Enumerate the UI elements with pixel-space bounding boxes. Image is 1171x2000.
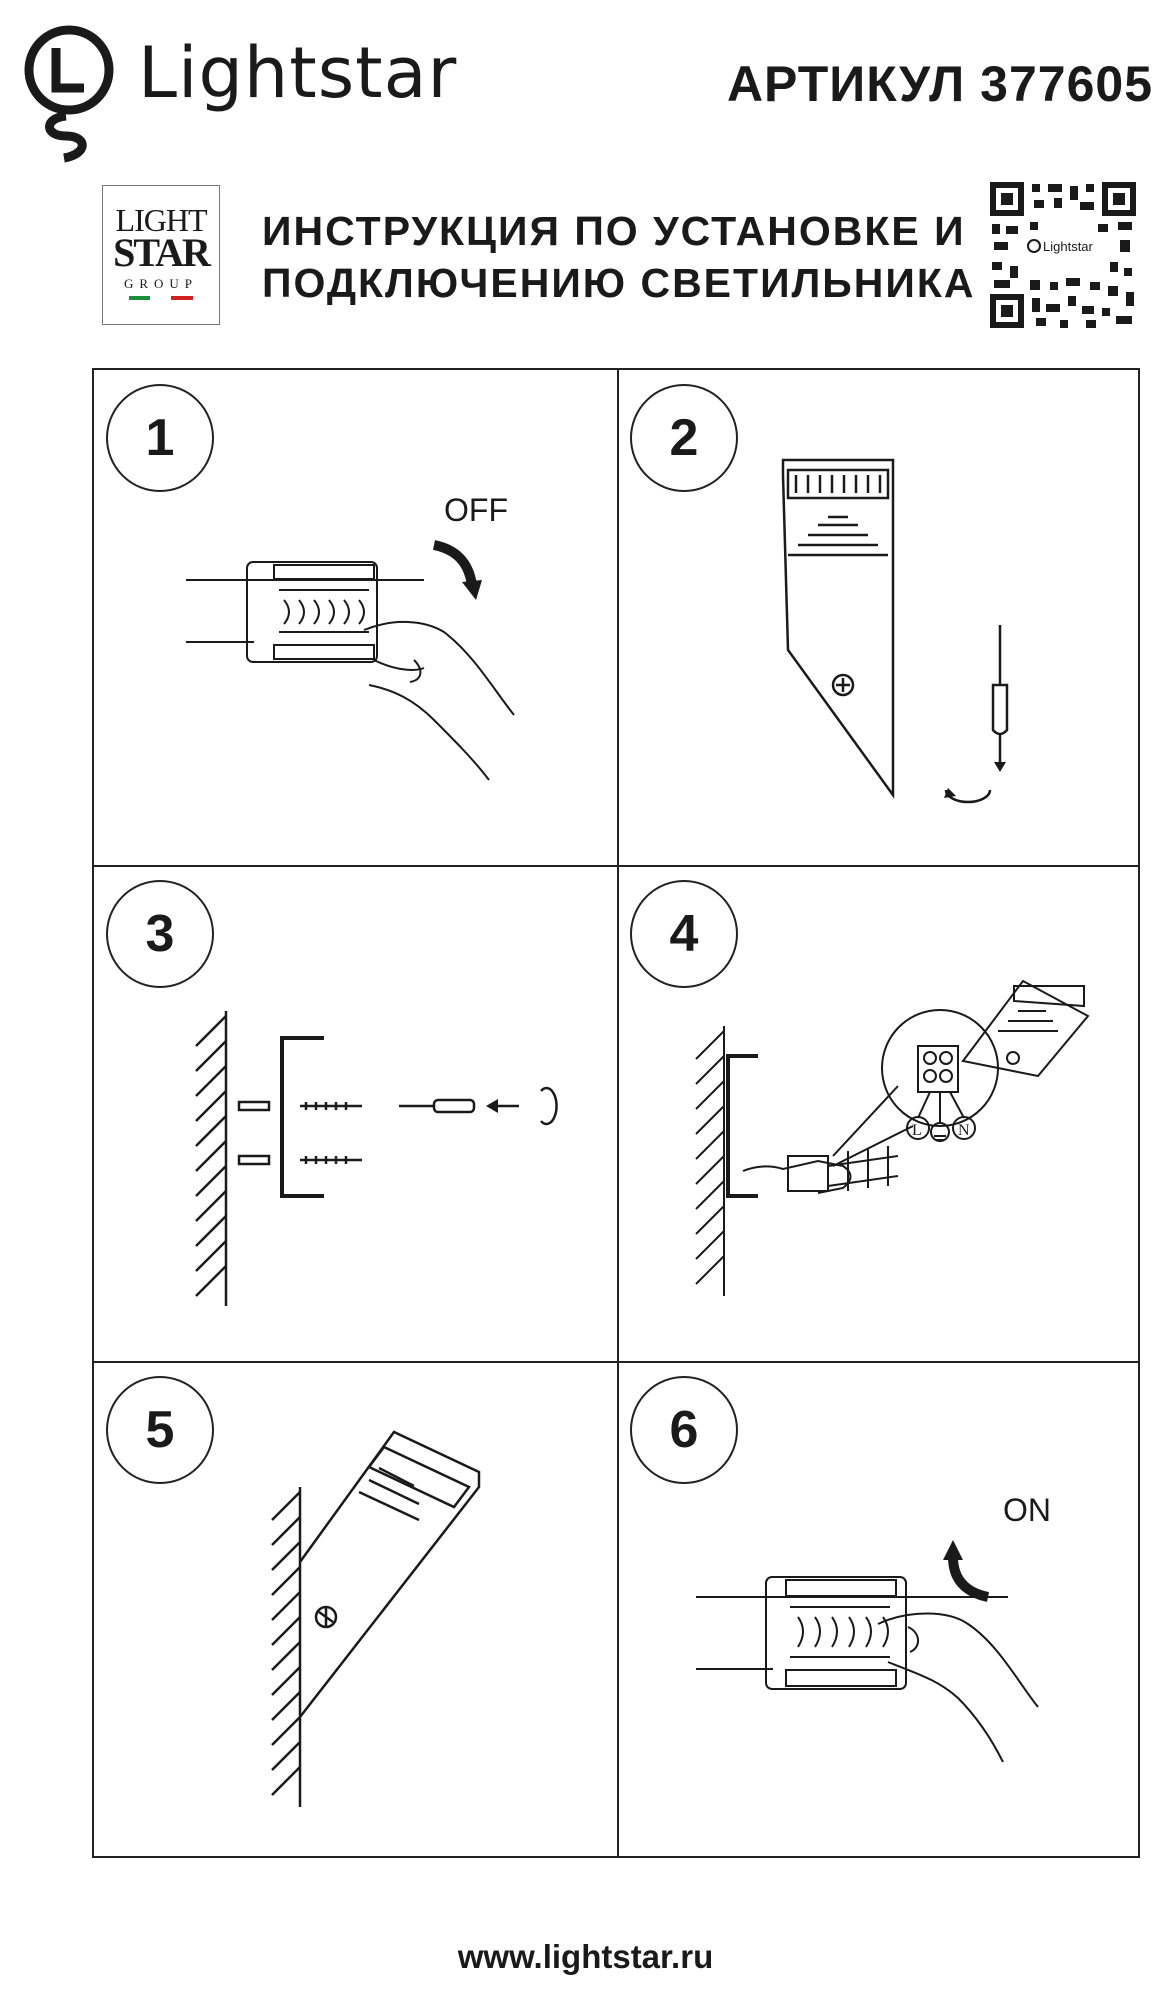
page-title: ИНСТРУКЦИЯ ПО УСТАНОВКЕ И ПОДКЛЮЧЕНИЮ СВ… xyxy=(262,205,976,309)
step-5-number: 5 xyxy=(106,1376,214,1484)
title-line-2: ПОДКЛЮЧЕНИЮ СВЕТИЛЬНИКА xyxy=(262,260,976,306)
wire-label-n: N xyxy=(958,1122,970,1139)
qr-label: Lightstar xyxy=(1043,239,1094,254)
title-line-1: ИНСТРУКЦИЯ ПО УСТАНОВКЕ И xyxy=(262,208,966,254)
lamp-unscrew-illustration xyxy=(781,458,1009,804)
lamp-mounted-illustration xyxy=(271,1430,481,1807)
grid-divider-row-1 xyxy=(94,865,1138,867)
step-6-number: 6 xyxy=(630,1376,738,1484)
qr-code-icon: Lightstar xyxy=(990,182,1136,328)
step-2-number: 2 xyxy=(630,384,738,492)
group-logo-line2: STAR xyxy=(113,230,211,275)
group-logo-line1: LIGHT xyxy=(115,202,208,238)
circuit-breaker-off-illustration xyxy=(186,540,515,781)
grid-divider-vertical xyxy=(617,370,619,1856)
step-2-panel: 2 xyxy=(618,370,1142,866)
brand-name: Lightstar xyxy=(138,32,458,114)
grid-divider-row-2 xyxy=(94,1361,1138,1363)
bracket-mount-illustration xyxy=(195,1011,558,1306)
lightstar-group-logo: LIGHT STAR GROUP xyxy=(102,185,220,325)
article-number: АРТИКУЛ 377605 xyxy=(726,56,1153,112)
step-1-number: 1 xyxy=(106,384,214,492)
step-3-panel: 3 xyxy=(94,866,618,1362)
step-4-number: 4 xyxy=(630,880,738,988)
step-1-panel: 1 OFF xyxy=(94,370,618,866)
step-6-panel: 6 ON xyxy=(618,1362,1142,1858)
step-5-panel: 5 xyxy=(94,1362,618,1858)
circuit-breaker-on-illustration xyxy=(696,1540,1039,1763)
step-4-panel: 4 L N xyxy=(618,866,1142,1362)
italian-flag-stripe xyxy=(129,296,193,300)
lightstar-bulb-logo-icon xyxy=(24,25,114,163)
on-label: ON xyxy=(1003,1492,1051,1528)
instruction-grid: 1 OFF 2 xyxy=(92,368,1140,1858)
wire-label-l: L xyxy=(912,1122,922,1139)
website-url: www.lightstar.ru xyxy=(457,1938,714,1975)
step-3-number: 3 xyxy=(106,880,214,988)
wiring-connection-illustration: L N xyxy=(695,979,1090,1296)
group-logo-line3: GROUP xyxy=(123,276,199,291)
off-label: OFF xyxy=(444,492,508,528)
